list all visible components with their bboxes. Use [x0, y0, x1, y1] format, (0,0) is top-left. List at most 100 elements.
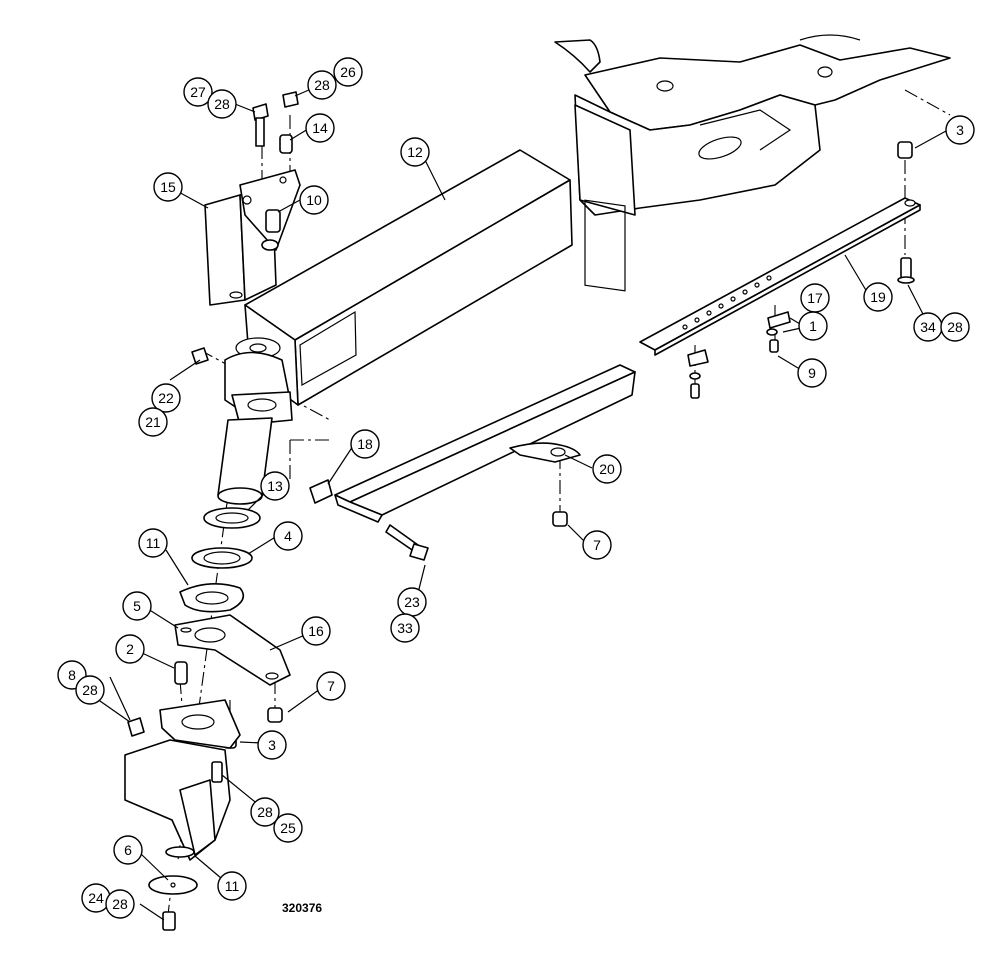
callout-18-label: 17	[807, 290, 823, 306]
callout-11-label: 11	[225, 878, 240, 894]
spacer-2	[174, 661, 188, 685]
callout-26-label: 26	[340, 64, 356, 80]
tongue-12	[235, 149, 573, 406]
callout-28-label: 28	[82, 682, 98, 698]
callout-23-bottom: 23	[397, 587, 427, 617]
callout-7-label: 7	[327, 678, 335, 694]
washer-15	[203, 507, 261, 529]
callout-18: 17	[800, 283, 830, 313]
callout-28-bottom-right: 28	[250, 797, 280, 827]
callout-19: 18	[350, 429, 380, 459]
bolt-23-33	[385, 524, 429, 561]
callout-28-label: 28	[112, 896, 128, 912]
callout-13-label: 16	[308, 623, 324, 639]
nut-8	[127, 717, 145, 737]
callout-17-label: 15	[160, 179, 176, 195]
brace-20	[639, 197, 921, 356]
callout-7-left: 7	[316, 671, 346, 701]
bolt-24	[162, 911, 176, 931]
callout-11: 11	[217, 871, 247, 901]
callout-28-left: 28	[75, 675, 105, 705]
callout-33: 33	[390, 613, 420, 643]
cap-6	[148, 875, 198, 895]
callout-3-top: 3	[945, 115, 975, 145]
callout-10-label: 10	[306, 192, 322, 208]
bolt-26	[282, 91, 299, 108]
spindle-column	[217, 351, 293, 505]
callout-23-label: 22	[158, 390, 174, 406]
callout-9-label: 9	[808, 365, 816, 381]
spacer-16	[279, 134, 293, 154]
washer-11	[165, 846, 195, 858]
callout-26: 26	[333, 57, 363, 87]
callout-33-label: 33	[397, 620, 413, 636]
nut-23-22	[191, 347, 209, 365]
callout-3-label: 3	[268, 737, 276, 753]
drawing-number: 320376	[282, 901, 322, 915]
nut-7-right	[552, 511, 568, 527]
callout-4-label: 4	[284, 528, 292, 544]
callout-9: 9	[797, 358, 827, 388]
callout-28-label: 28	[257, 804, 273, 820]
callout-28-label: 28	[214, 96, 230, 112]
callout-22: 21	[138, 407, 168, 437]
callout-10: 10	[299, 185, 329, 215]
bolt-34	[897, 257, 915, 284]
nut-7-left	[267, 707, 283, 723]
callout-21: 20	[592, 454, 622, 484]
callout-3-label: 3	[956, 122, 964, 138]
clip-18	[766, 311, 791, 353]
tube-21	[334, 364, 636, 523]
callout-20-label: 19	[870, 289, 886, 305]
callout-4: 4	[273, 521, 303, 551]
callout-7-right: 7	[582, 530, 612, 560]
callout-28-top-left: 28	[207, 89, 237, 119]
callout-14-label: 11	[146, 535, 161, 551]
nut-3-top	[897, 141, 913, 159]
callout-6-label: 6	[124, 842, 132, 858]
callout-12-label: 12	[407, 144, 423, 160]
leader-lines	[89, 85, 947, 921]
spacer-10	[261, 209, 281, 251]
callout-34-label: 34	[920, 319, 936, 335]
spindle-housing	[124, 699, 241, 861]
callout-16: 14	[305, 113, 335, 143]
callout-17: 15	[153, 172, 183, 202]
callout-7-label: 7	[593, 537, 601, 553]
callout-6: 6	[113, 835, 143, 865]
callout-19-label: 18	[357, 436, 373, 452]
callout-1: 1	[798, 311, 828, 341]
callout-8-label: 8	[68, 667, 76, 683]
callout-25: 25	[273, 813, 303, 843]
callout-15-label: 13	[267, 478, 283, 494]
callout-24-label: 24	[88, 890, 104, 906]
bolt-27	[252, 103, 269, 147]
callout-5-label: 5	[133, 598, 141, 614]
callout-12: 12	[400, 137, 430, 167]
bolt-25	[211, 761, 223, 783]
callout-1-label: 1	[809, 318, 817, 334]
callout-14: 11	[138, 528, 168, 558]
callout-34: 34	[913, 312, 943, 342]
callout-28-bottom-left: 28	[105, 889, 135, 919]
bushing-19	[309, 479, 333, 504]
washer-4	[191, 547, 253, 569]
arm-13	[174, 614, 291, 686]
callout-28-top-right: 28	[307, 70, 337, 100]
callout-23-label: 23	[404, 594, 420, 610]
callout-27-label: 27	[190, 84, 206, 100]
callout-28-label: 28	[947, 319, 963, 335]
callout-15: 13	[260, 471, 290, 501]
callout-5: 5	[122, 591, 152, 621]
callout-27: 27	[183, 77, 213, 107]
callout-2-label: 2	[126, 641, 134, 657]
callout-28-label: 28	[314, 77, 330, 93]
callout-16-label: 14	[312, 120, 328, 136]
callout-2: 2	[115, 634, 145, 664]
callout-25-label: 25	[280, 820, 296, 836]
callout-21-label: 20	[599, 461, 615, 477]
callout-20: 19	[863, 282, 893, 312]
plate-14	[179, 583, 245, 613]
